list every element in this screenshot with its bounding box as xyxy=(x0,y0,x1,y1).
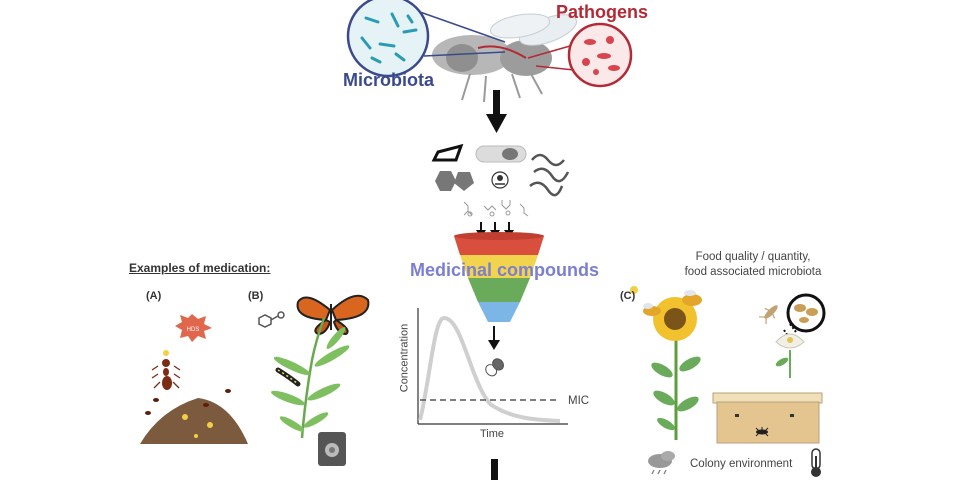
time-axis-label: Time xyxy=(480,428,505,440)
beehive-box-icon xyxy=(712,392,823,444)
skull-icon xyxy=(491,171,509,189)
down-arrow-icon xyxy=(491,459,498,480)
molecule-icon xyxy=(463,200,529,217)
microbiota-label: Microbiota xyxy=(343,70,435,90)
monarch-butterfly-icon xyxy=(296,294,370,336)
pathogen-magnifier-icon xyxy=(527,22,633,88)
ant-icon xyxy=(145,389,231,415)
bee-icon xyxy=(758,305,778,325)
panel-c-label: (C) xyxy=(620,290,636,302)
seed-bag-icon xyxy=(318,432,346,466)
pollen-icon xyxy=(630,286,638,294)
panel-b-label: (B) xyxy=(248,290,264,302)
down-arrow-icon xyxy=(486,90,507,133)
concentration-curve-plot xyxy=(417,308,568,425)
hds-badge-icon: HDS xyxy=(175,314,212,342)
food-magnifier-icon xyxy=(783,293,826,337)
medicinal-compounds-label: Medicinal compounds xyxy=(410,260,600,280)
concentration-curve xyxy=(418,315,561,423)
caterpillar-icon xyxy=(275,367,301,387)
concentration-axis-label: Concentration xyxy=(398,323,411,393)
examples-heading: Examples of medication: xyxy=(129,261,271,275)
food-microbiota-label: food associated microbiota xyxy=(684,266,822,278)
ant-icon xyxy=(755,427,769,437)
down-arrow-icon xyxy=(488,326,500,350)
pill-capsule-icon xyxy=(485,358,504,377)
ant-icon xyxy=(151,350,181,390)
microbiota-magnifier-icon xyxy=(346,0,506,78)
soil-mound-icon xyxy=(140,398,248,444)
funnel-icon xyxy=(454,232,544,322)
food-quality-label: Food quality / quantity, xyxy=(695,251,811,263)
pathogens-label: Pathogens xyxy=(556,2,649,22)
mic-label: MIC xyxy=(568,395,590,407)
sunflower-icon xyxy=(651,297,701,440)
hds-badge-text: HDS xyxy=(187,327,200,333)
cloud-rain-icon xyxy=(648,451,675,475)
milkweed-plant-icon xyxy=(271,317,350,439)
bee-on-flower-icon xyxy=(643,290,702,316)
panel-a-label: (A) xyxy=(146,290,162,302)
molecule-icon xyxy=(258,311,285,328)
thermometer-icon xyxy=(811,448,821,477)
flower-icon xyxy=(775,333,805,378)
compound-shapes-icon xyxy=(431,143,570,197)
colony-environment-label: Colony environment xyxy=(690,458,793,470)
